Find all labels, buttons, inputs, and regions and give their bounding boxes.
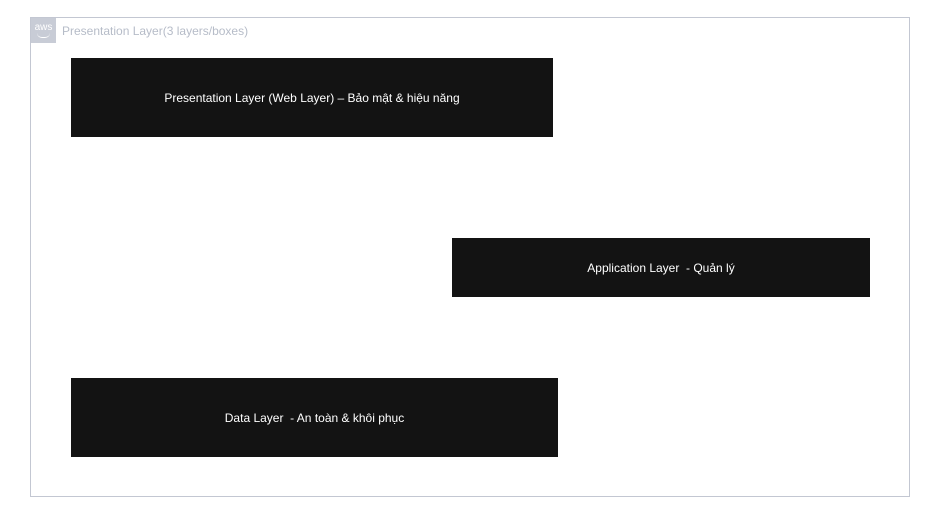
application-layer-label: Application Layer - Quản lý xyxy=(587,260,735,275)
presentation-layer-box[interactable]: Presentation Layer (Web Layer) – Bảo mật… xyxy=(71,58,553,137)
presentation-layer-label: Presentation Layer (Web Layer) – Bảo mật… xyxy=(164,90,460,105)
aws-logo-icon: aws xyxy=(31,18,56,43)
data-layer-box[interactable]: Data Layer - An toàn & khôi phục xyxy=(71,378,558,457)
aws-group-frame xyxy=(30,17,910,497)
group-title: Presentation Layer(3 layers/boxes) xyxy=(62,24,249,38)
aws-logo-text: aws xyxy=(34,22,53,33)
aws-logo-smile xyxy=(37,33,50,38)
application-layer-box[interactable]: Application Layer - Quản lý xyxy=(452,238,870,297)
data-layer-label: Data Layer - An toàn & khôi phục xyxy=(224,410,405,425)
